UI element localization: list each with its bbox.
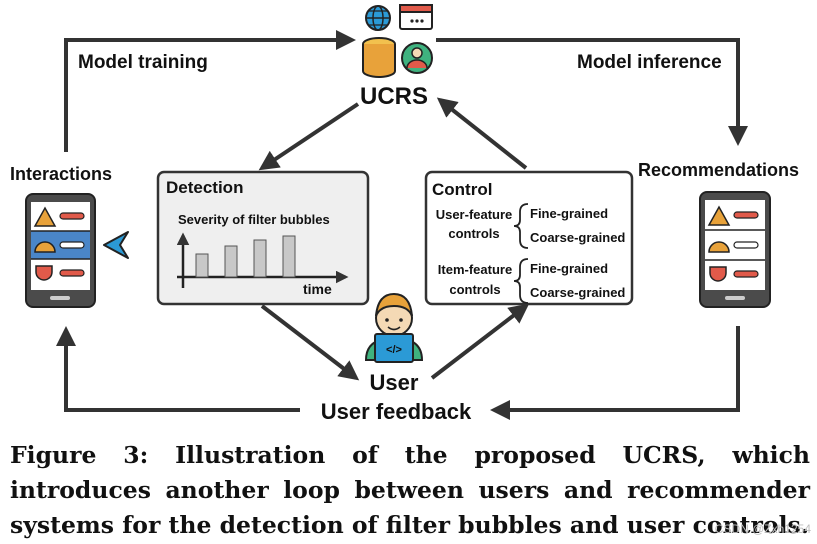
model-training-label: Model training [78,52,208,73]
detection-title: Detection [166,178,243,197]
recommendations-label: Recommendations [638,160,799,180]
feedback-to-interactions-arrow [56,326,300,412]
recommendations-phone-icon [699,191,771,308]
cursor-icon [103,231,129,259]
user-feature-label-line1: User-feature [436,207,513,222]
user-feedback-label: User feedback [321,399,472,424]
item-feature-option-coarse: Coarse-grained [530,285,625,300]
severity-bar-4 [282,235,296,278]
user-profile-icon [401,42,433,74]
ucrs-label: UCRS [360,83,428,110]
control-title: Control [432,180,492,199]
detection-to-user-arrow [260,304,360,381]
interactions-label: Interactions [10,164,112,184]
detection-chart-title: Severity of filter bubbles [178,212,330,227]
control-to-ucrs-arrow [436,97,528,170]
user-feature-option-coarse: Coarse-grained [530,230,625,245]
item-feature-option-fine: Fine-grained [530,261,608,276]
detection-panel [156,170,370,306]
model-training-arrow [64,30,356,152]
user-to-control-arrow [430,303,530,380]
watermark: CSDN @Zxh1254 [714,522,811,536]
browser-window-icon [399,4,433,30]
user-feature-label-line2: controls [448,226,499,241]
model-inference-label: Model inference [577,52,722,73]
severity-bar-1 [195,253,209,278]
user-label: User [370,370,419,395]
svg-text:</>: </> [386,344,402,356]
severity-bar-2 [224,245,238,278]
item-feature-label-line2: controls [449,282,500,297]
figure-caption: Figure 3: Illustration of the proposed U… [10,441,810,539]
control-panel [424,170,634,306]
ucrs-to-detection-arrow [258,102,360,171]
item-feature-brace [513,258,529,304]
model-inference-arrow [436,38,748,146]
developer-avatar-icon: </> [364,292,424,363]
item-feature-label-line1: Item-feature [438,262,512,277]
severity-bar-3 [253,239,267,278]
user-feature-brace [513,203,529,249]
user-feature-option-fine: Fine-grained [530,206,608,221]
interactions-phone-icon [25,193,96,308]
database-icon [362,37,396,78]
globe-icon [365,5,391,31]
detection-x-label: time [303,281,332,297]
ucrs-diagram: Model training Model inference User feed… [10,4,799,424]
